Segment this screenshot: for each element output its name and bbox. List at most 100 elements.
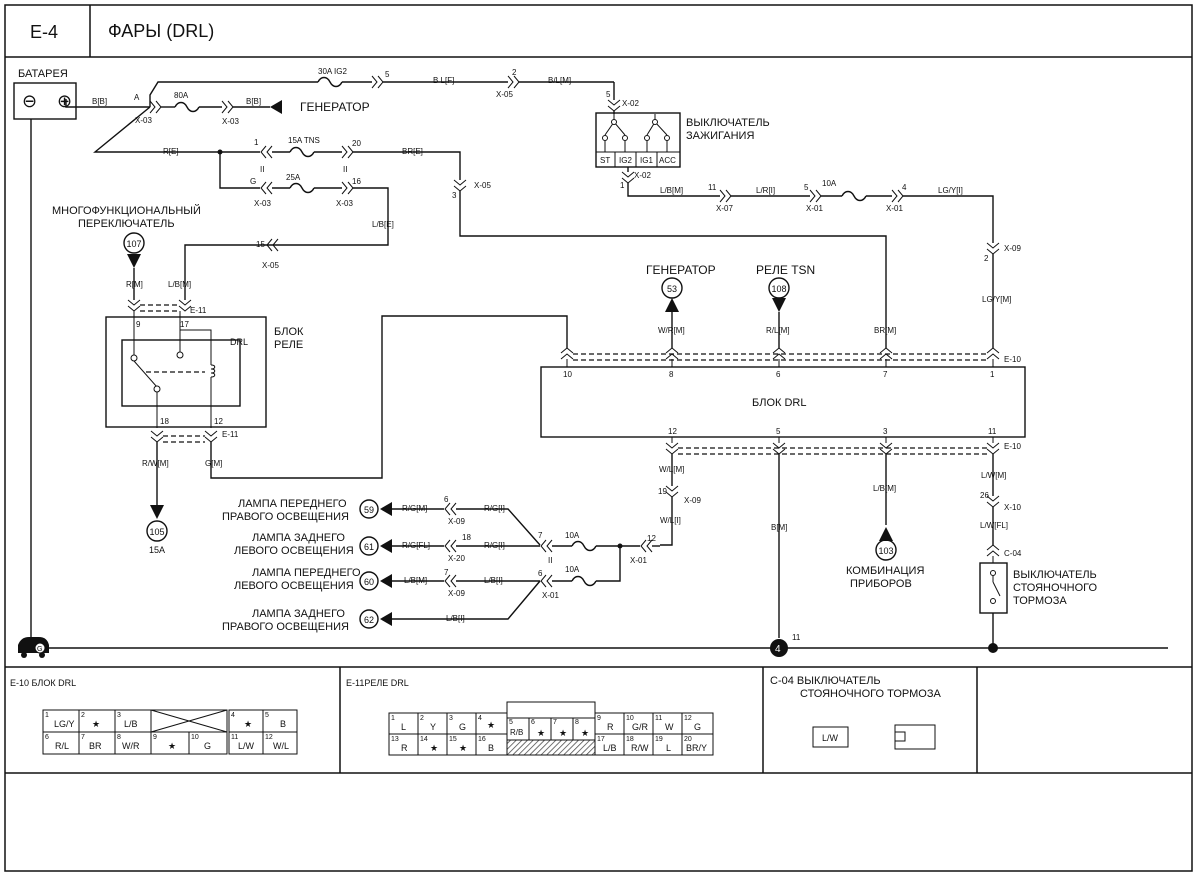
lamp-60-num: 60 [364, 577, 374, 587]
wire-label-lbi: L/B[I] [484, 576, 503, 585]
e11-cell-l: L [401, 722, 406, 732]
connector-e10-top [560, 347, 1000, 367]
e11-cell-w: W [665, 722, 674, 732]
conn-x07-label: X-07 [716, 204, 733, 213]
wire-label-rgm: R/G[M] [402, 504, 427, 513]
lamp-62-label-2: ПРАВОГО ОСВЕЩЕНИЯ [222, 621, 349, 633]
drl-pin-7: 7 [883, 370, 888, 379]
wire-label-lbm: L/B[M] [660, 186, 683, 195]
e11-cell-star: ★ [459, 743, 467, 753]
wire-label-rgi2: R/G[I] [484, 541, 505, 550]
e11-cell-num: 7 [553, 719, 557, 726]
ref-108-num: 108 [771, 284, 786, 294]
e11-cell-num: 19 [655, 736, 663, 743]
fuse-80a-label: 80A [174, 91, 189, 100]
e11-cell-num: 16 [478, 736, 486, 743]
e10-cell-num: 12 [265, 734, 273, 741]
ign-pin-st: ST [600, 156, 610, 165]
connector-x01c-icon [540, 539, 553, 553]
lamp-front-right: ЛАМПА ПЕРЕДНЕГО ПРАВОГО ОСВЕЩЕНИЯ 59 [222, 498, 392, 523]
relay-coil-icon [210, 364, 216, 378]
e11-connector-title: E-11РЕЛЕ DRL [346, 678, 409, 688]
conn-x20-label: X-20 [448, 554, 465, 563]
pin-6-label: 6 [444, 495, 449, 504]
wire-label-rwm: R/W[M] [142, 459, 169, 468]
e10-cell-num: 5 [265, 712, 269, 719]
ground-4-num: 4 [775, 644, 781, 655]
ground-car-icon: G [18, 637, 49, 658]
generator-label: ГЕНЕРАТОР [646, 263, 716, 277]
ii-mark-1: II [260, 165, 264, 174]
pin-15-label: 15 [256, 240, 265, 249]
connector-x09c-icon [444, 502, 457, 516]
battery: ⊖ ⊕ [13, 82, 77, 120]
pin-7b-label: 7 [538, 531, 543, 540]
connector-e11-9-icon [127, 299, 141, 312]
brake-switch-label-1: ВЫКЛЮЧАТЕЛЬ [1013, 569, 1097, 581]
wire-label-wlm: W/L[M] [659, 465, 684, 474]
conn-e11b-label: E-11 [222, 430, 239, 439]
splice-a-label: A [134, 93, 140, 102]
connector-x05-icon [507, 75, 520, 89]
e11-cell-b: B [488, 743, 494, 753]
ref-53-arrow-icon [665, 298, 679, 312]
ign-pin-acc: ACC [659, 156, 676, 165]
e11-cell-r2: R [401, 743, 408, 753]
wire-label-lgym: LG/Y[M] [982, 295, 1011, 304]
e10-connector-title: E-10 БЛОК DRL [10, 678, 76, 688]
e11-cell-lb: L/B [603, 743, 617, 753]
multi-switch-label-2: ПЕРЕКЛЮЧАТЕЛЬ [78, 218, 175, 230]
fuse-10a-label: 10A [822, 179, 837, 188]
wire-label-re: R[E] [163, 147, 179, 156]
fuse-10a-icon [841, 190, 867, 202]
wire-label-lwfl: L/W[FL] [980, 521, 1008, 530]
battery-plus-icon: ⊕ [57, 91, 72, 111]
connector-x01-icon [809, 189, 822, 203]
drl-pin-6: 6 [776, 370, 781, 379]
wire-label-rlm: R/L[M] [766, 326, 790, 335]
e11-cell-num: 11 [655, 715, 662, 722]
e11-cell-num: 6 [531, 719, 535, 726]
lamp-59-label-1: ЛАМПА ПЕРЕДНЕГО [238, 498, 347, 510]
conn-x03b-label: X-03 [222, 117, 239, 126]
fuse-10a-b-icon [571, 540, 597, 552]
wire-label-bl-f: B L[F] [433, 76, 454, 85]
connector-x05c-icon [266, 238, 279, 252]
wire-label-lbm2: L/B[M] [168, 280, 191, 289]
ref-107-arrow-icon [127, 254, 141, 268]
conn-x09d-label: X-09 [448, 589, 465, 598]
fuse-25a-label: 25A [286, 173, 301, 182]
c04-cell [812, 726, 849, 748]
connector-x01e-icon [540, 574, 553, 588]
page-code: E-4 [30, 22, 58, 42]
pin-11-label: 11 [708, 183, 717, 192]
conn-c04-label: C-04 [1004, 549, 1022, 558]
e10-cell-b: B [280, 719, 286, 729]
pin-20-label: 20 [352, 139, 361, 148]
drl-pin-10: 10 [563, 370, 572, 379]
drl-pin-12: 12 [668, 427, 677, 436]
pin-3-label: 3 [452, 191, 457, 200]
e11-cell-rw: R/W [631, 743, 649, 753]
lamp-rear-left: ЛАМПА ЗАДНЕГО ЛЕВОГО ОСВЕЩЕНИЯ 61 [234, 532, 392, 557]
connector-g-icon [260, 181, 273, 195]
e10-cell-rl: R/L [55, 741, 69, 751]
ref-105-sub: 15A [149, 545, 165, 555]
lamp-59-num: 59 [364, 505, 374, 515]
fuse-10a-b-label: 10A [565, 531, 580, 540]
drl-pin-5: 5 [776, 427, 781, 436]
wire-label-rgfl: R/G[FL] [402, 541, 430, 550]
ref-108-arrow-icon [772, 298, 786, 312]
relay-block: 9 17 18 12 [105, 311, 267, 428]
ref-105-icon [146, 520, 168, 542]
e10-cell-star: ★ [244, 719, 252, 729]
c04-connector-title-2: СТОЯНОЧНОГО ТОРМОЗА [800, 688, 941, 700]
drl-block-label: БЛОК DRL [752, 397, 806, 409]
pin-6b-label: 6 [538, 569, 543, 578]
e11-cell-y: Y [430, 722, 436, 732]
drl-pin-1: 1 [990, 370, 995, 379]
relay-inner-label: DRL [230, 337, 248, 347]
c04-connector-icon [894, 724, 936, 750]
drl-pin-3: 3 [883, 427, 888, 436]
e10-connector-view [42, 709, 298, 755]
